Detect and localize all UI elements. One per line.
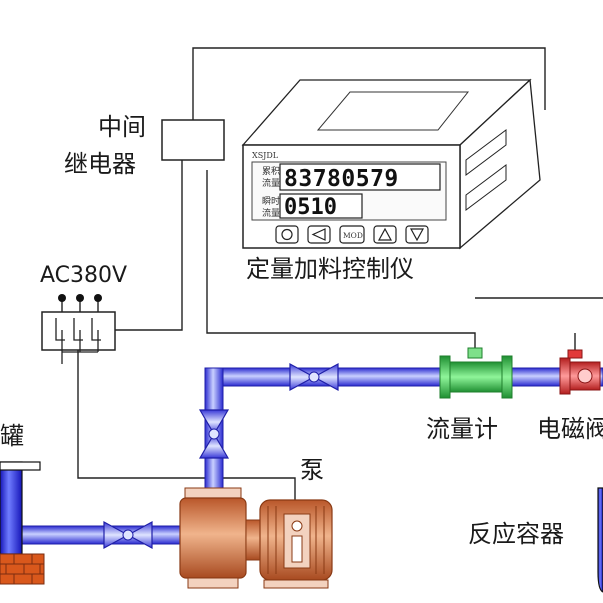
- pump: 泵: [179, 456, 333, 589]
- contactor-box: [41, 311, 116, 351]
- wire-relay-to-contactor: [115, 160, 183, 331]
- contactor: AC380V: [40, 263, 127, 364]
- wire-controller-to-relay: [192, 47, 546, 128]
- flowmeter: 流量计: [426, 347, 513, 443]
- relay-label-line2: 继电器: [64, 150, 136, 178]
- valve-upper: [289, 362, 339, 392]
- row1-label-b: 流量: [262, 177, 280, 189]
- row2-label-a: 瞬时: [262, 195, 280, 207]
- tank-label: 罐: [0, 422, 24, 450]
- instant-flow-display: 0510: [284, 195, 337, 220]
- mod-button-label: MOD: [343, 231, 363, 240]
- relay: 中间 继电器: [64, 113, 225, 178]
- down-arrow-icon: [409, 228, 425, 242]
- left-arrow-icon: [311, 228, 326, 241]
- tank: 罐: [0, 422, 45, 585]
- tank-body: [0, 461, 23, 555]
- row2-label-b: 流量: [262, 207, 280, 219]
- brick-base: [0, 553, 45, 585]
- reactor-vessel: [597, 487, 603, 593]
- flowmeter-label: 流量计: [426, 415, 498, 443]
- controller-title: 定量加料控制仪: [246, 255, 414, 283]
- reactor-label: 反应容器: [468, 520, 564, 548]
- mod-button[interactable]: [339, 225, 365, 244]
- solenoid-valve: 电磁阀: [537, 349, 603, 443]
- power-label: AC380V: [40, 263, 127, 288]
- wire-controller-to-flowmeter: [206, 170, 476, 350]
- relay-label-line1: 中间: [98, 113, 146, 141]
- pipe-upper-horizontal: [204, 367, 603, 387]
- valve-lower: [103, 520, 153, 550]
- circle-icon: [281, 228, 293, 241]
- pump-label: 泵: [300, 456, 324, 484]
- controller: XSJDL 累积 流量 83780579 瞬时 流量 0510 MOD 定量加料…: [241, 78, 541, 283]
- wiring: [61, 47, 603, 500]
- reactor: 反应容器: [468, 487, 603, 593]
- solenoid-valve-label: 电磁阀: [537, 415, 603, 443]
- controller-brand: XSJDL: [252, 151, 279, 160]
- up-arrow-icon: [377, 227, 393, 241]
- controller-buttons: [275, 225, 429, 244]
- cumulative-flow-display: 83780579: [284, 166, 399, 192]
- valve-vertical: [198, 409, 230, 459]
- row1-label-a: 累积: [262, 165, 280, 177]
- relay-box: [161, 119, 225, 161]
- wire-contactor-to-pump: [77, 345, 296, 500]
